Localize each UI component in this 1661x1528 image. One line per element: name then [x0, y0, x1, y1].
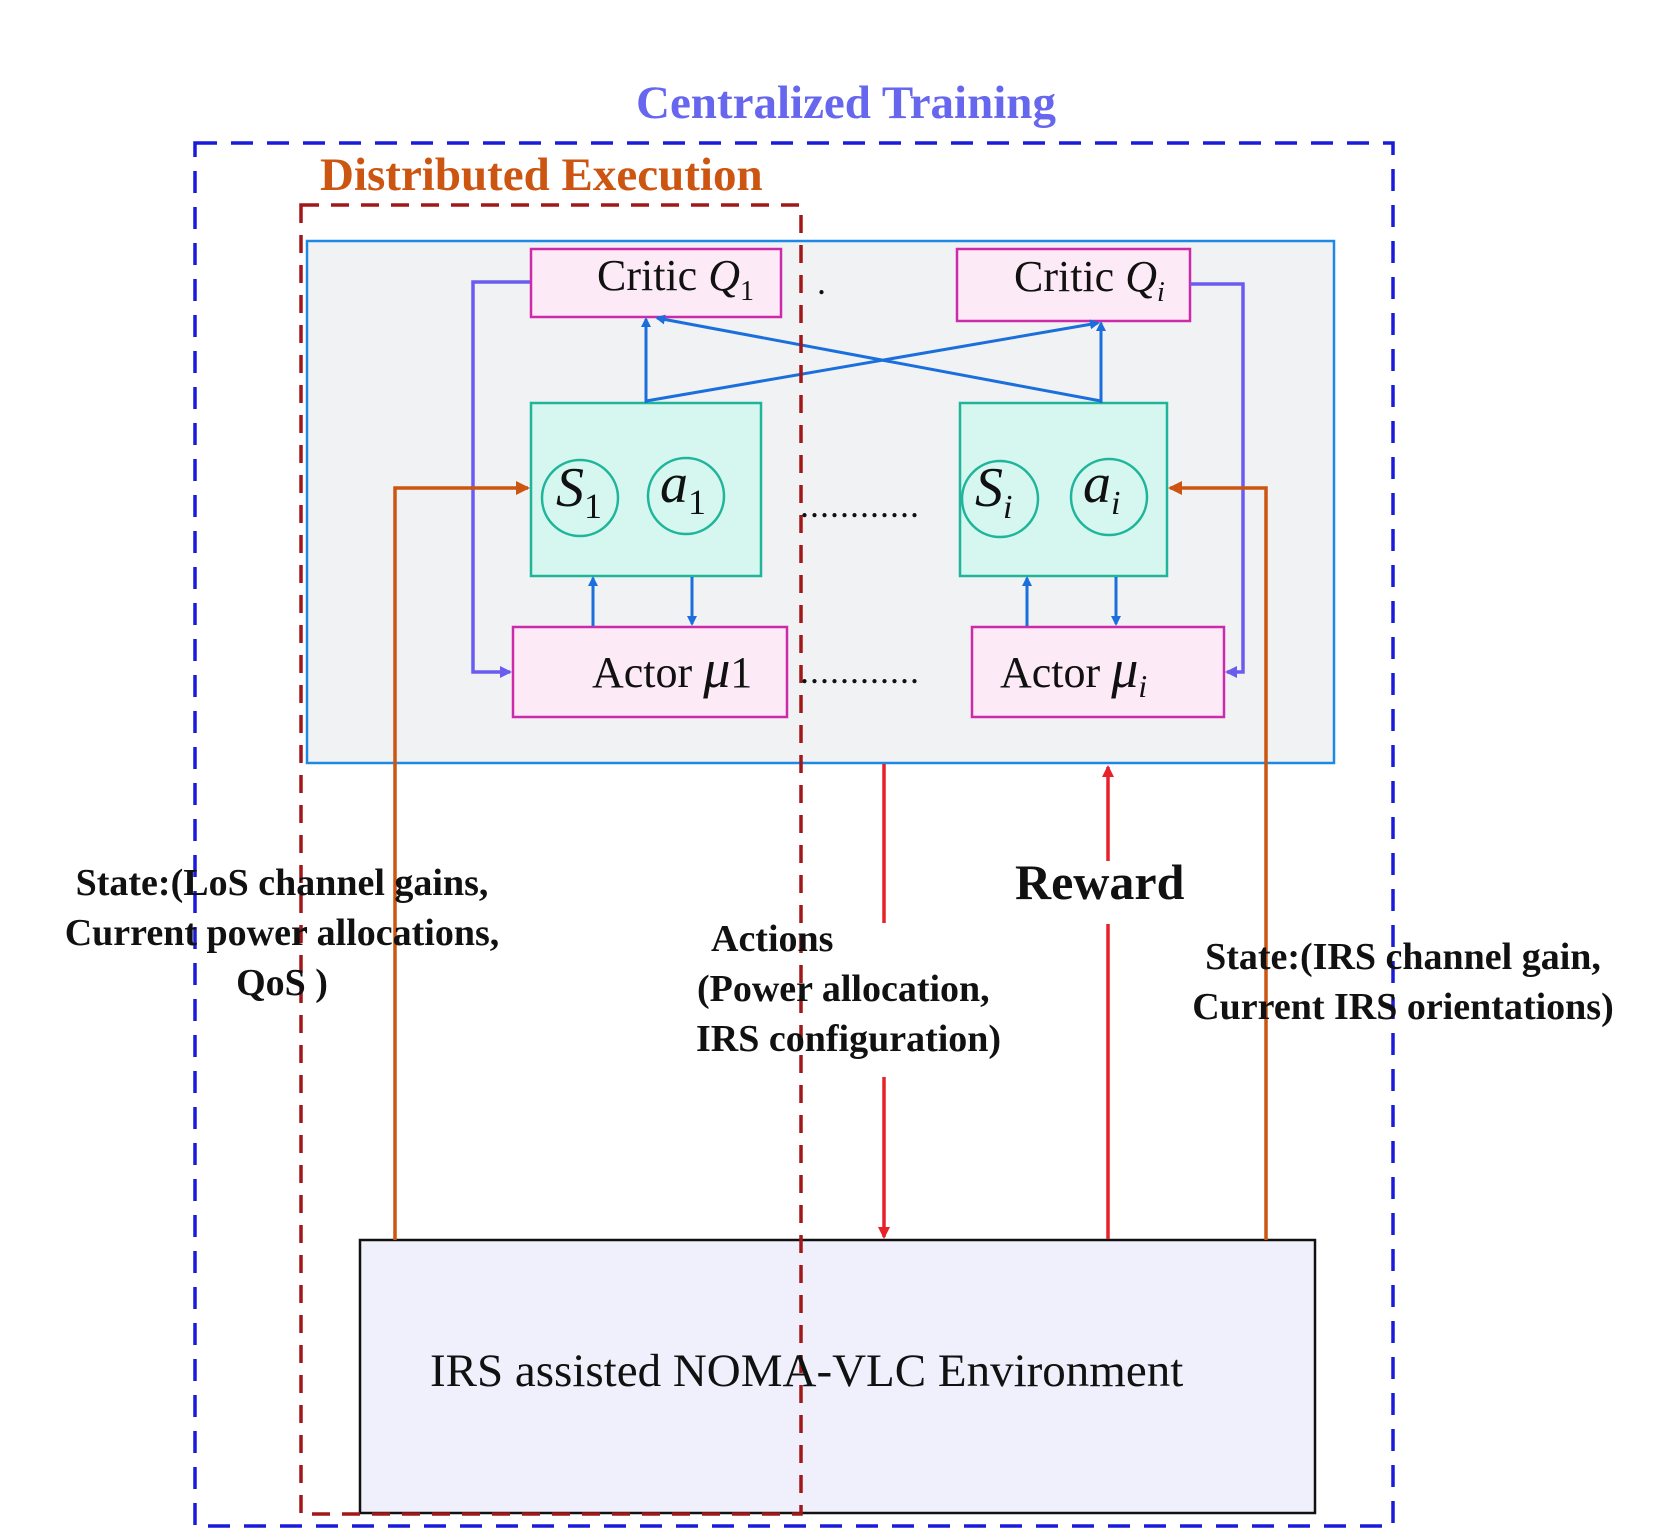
state-right-arrow	[1168, 481, 1268, 1240]
critic-1-to-actor-1-arrow	[471, 280, 530, 678]
actions-label: Actions (Power allocation, IRS configura…	[696, 918, 1002, 1060]
critic-1-label: Critic Q1	[597, 251, 754, 307]
action-i-circle	[1069, 457, 1149, 537]
centralized-training-region	[193, 141, 1395, 1528]
actor-i-subscript: i	[1138, 667, 1148, 704]
actor-1-box	[511, 625, 789, 719]
critic-1-subscript: 1	[739, 275, 754, 307]
critic-ellipsis: .	[817, 262, 827, 302]
environment-box	[358, 1238, 1317, 1515]
actor-i-box	[970, 625, 1226, 719]
state-i-circle	[960, 459, 1040, 539]
environment-label: IRS assisted NOMA-VLC Environment	[430, 1345, 1184, 1397]
centralized-training-title: Centralized Training	[636, 77, 1056, 129]
reward-label: Reward	[1015, 854, 1185, 910]
action-1-symbol: a1	[660, 453, 706, 523]
state-i-symbol: Si	[975, 457, 1013, 527]
state-left-arrow	[393, 481, 530, 1240]
actor-1-label: Actor μ1	[592, 639, 753, 699]
actor-ellipsis: ............	[800, 651, 920, 691]
state-right-label: State:(IRS channel gain, Current IRS ori…	[1192, 936, 1614, 1028]
state-1-circle	[540, 458, 620, 538]
critic-1-symbol: Q	[708, 251, 740, 300]
agent-i-box	[958, 401, 1169, 578]
actor-1-symbol: μ	[703, 639, 731, 699]
critic-i-to-actor-i-arrow	[1190, 282, 1245, 678]
distributed-execution-title: Distributed Execution	[320, 149, 763, 201]
agent-i-to-critic-1-arrow	[655, 314, 1102, 403]
actor-1-subscript: 1	[730, 648, 753, 697]
critic-i-label: Critic Qi	[1014, 252, 1165, 308]
critic-i-symbol: Q	[1125, 252, 1157, 301]
agent-1-to-critic-i-arrow	[645, 319, 1100, 403]
state-1-symbol: S1	[556, 457, 602, 527]
distributed-execution-region	[299, 203, 803, 1516]
actor-i-label: Actor μi	[1000, 639, 1148, 704]
agent-ellipsis: ............	[800, 485, 920, 525]
action-1-circle	[646, 456, 726, 536]
action-i-symbol: ai	[1083, 453, 1121, 523]
actor-i-symbol: μ	[1111, 639, 1139, 699]
critic-i-subscript: i	[1156, 276, 1165, 308]
state-left-label: State:(LoS channel gains, Current power …	[64, 862, 500, 1004]
